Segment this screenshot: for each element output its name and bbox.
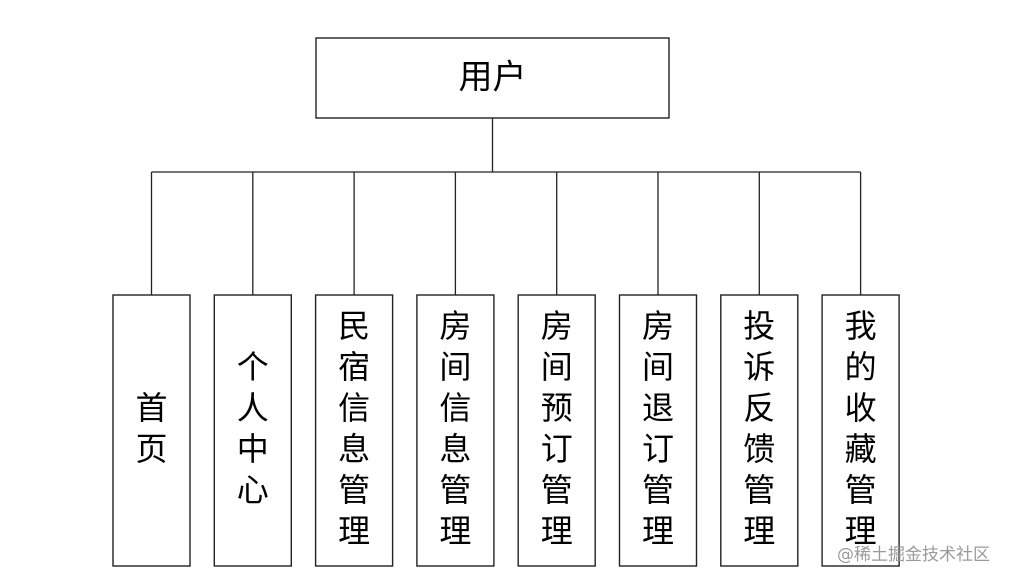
child-node-home: 首页 (112, 294, 191, 567)
child-nodes: 首页 个人中心 民宿信息管理 房间信息管理 房间预订管理 房间退订管理 投诉反馈管理 我的收藏… (112, 294, 900, 567)
child-node-homestay-info-management: 民宿信息管理 (314, 294, 394, 567)
child-node-personal-center: 个人中心 (213, 294, 293, 567)
child-node-complaint-feedback-management: 投诉反馈管理 (720, 294, 799, 567)
child-node-room-booking-management: 房间预订管理 (517, 294, 596, 567)
watermark: @稀土掘金技术社区 (837, 545, 990, 565)
child-node-label: 房间信息管理 (439, 307, 471, 550)
child-node-room-cancellation-management: 房间退订管理 (618, 294, 698, 567)
child-node-label: 首页 (135, 389, 167, 468)
child-node-box (416, 294, 495, 567)
child-node-box (517, 294, 596, 567)
child-node-room-info-management: 房间信息管理 (416, 294, 495, 567)
child-node-label: 房间预订管理 (541, 307, 573, 550)
child-node-label: 我的收藏管理 (845, 307, 877, 550)
child-node-my-favorites-management: 我的收藏管理 (821, 294, 900, 567)
child-node-box (213, 294, 293, 567)
root-node-label: 用户 (459, 58, 527, 98)
child-node-label: 民宿信息管理 (338, 307, 370, 550)
root-node: 用户 (315, 37, 670, 119)
child-node-box (112, 294, 191, 567)
root-node-box (315, 37, 670, 119)
child-node-label: 投诉反馈管理 (743, 307, 775, 550)
child-node-label: 房间退订管理 (642, 307, 674, 550)
child-node-box (720, 294, 799, 567)
child-node-box (314, 294, 394, 567)
child-node-box (821, 294, 900, 567)
child-node-box (618, 294, 698, 567)
connector-lines (150, 118, 862, 295)
child-node-label: 个人中心 (237, 348, 269, 509)
